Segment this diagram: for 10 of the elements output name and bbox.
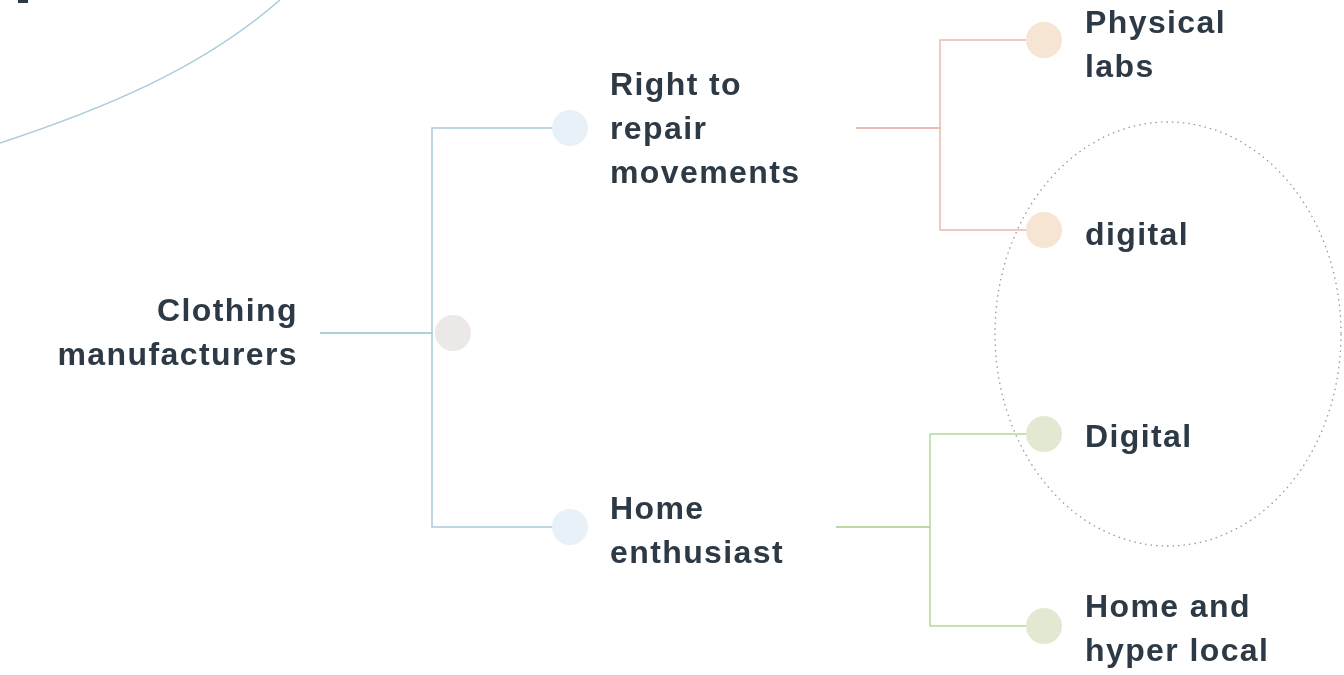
node-label: Home enthusiast xyxy=(610,489,786,572)
connector-line xyxy=(319,332,553,528)
connector-line xyxy=(855,127,1027,231)
node-label: Home and hyper local xyxy=(1085,587,1271,670)
node-label: Clothing manufacturers xyxy=(56,291,298,374)
connector-line xyxy=(835,526,1027,627)
node-label: Right to repair movements xyxy=(610,65,802,192)
node-label: digital xyxy=(1085,215,1191,254)
node-label: Digital xyxy=(1085,417,1194,456)
node-label: Physical labs xyxy=(1085,3,1228,86)
